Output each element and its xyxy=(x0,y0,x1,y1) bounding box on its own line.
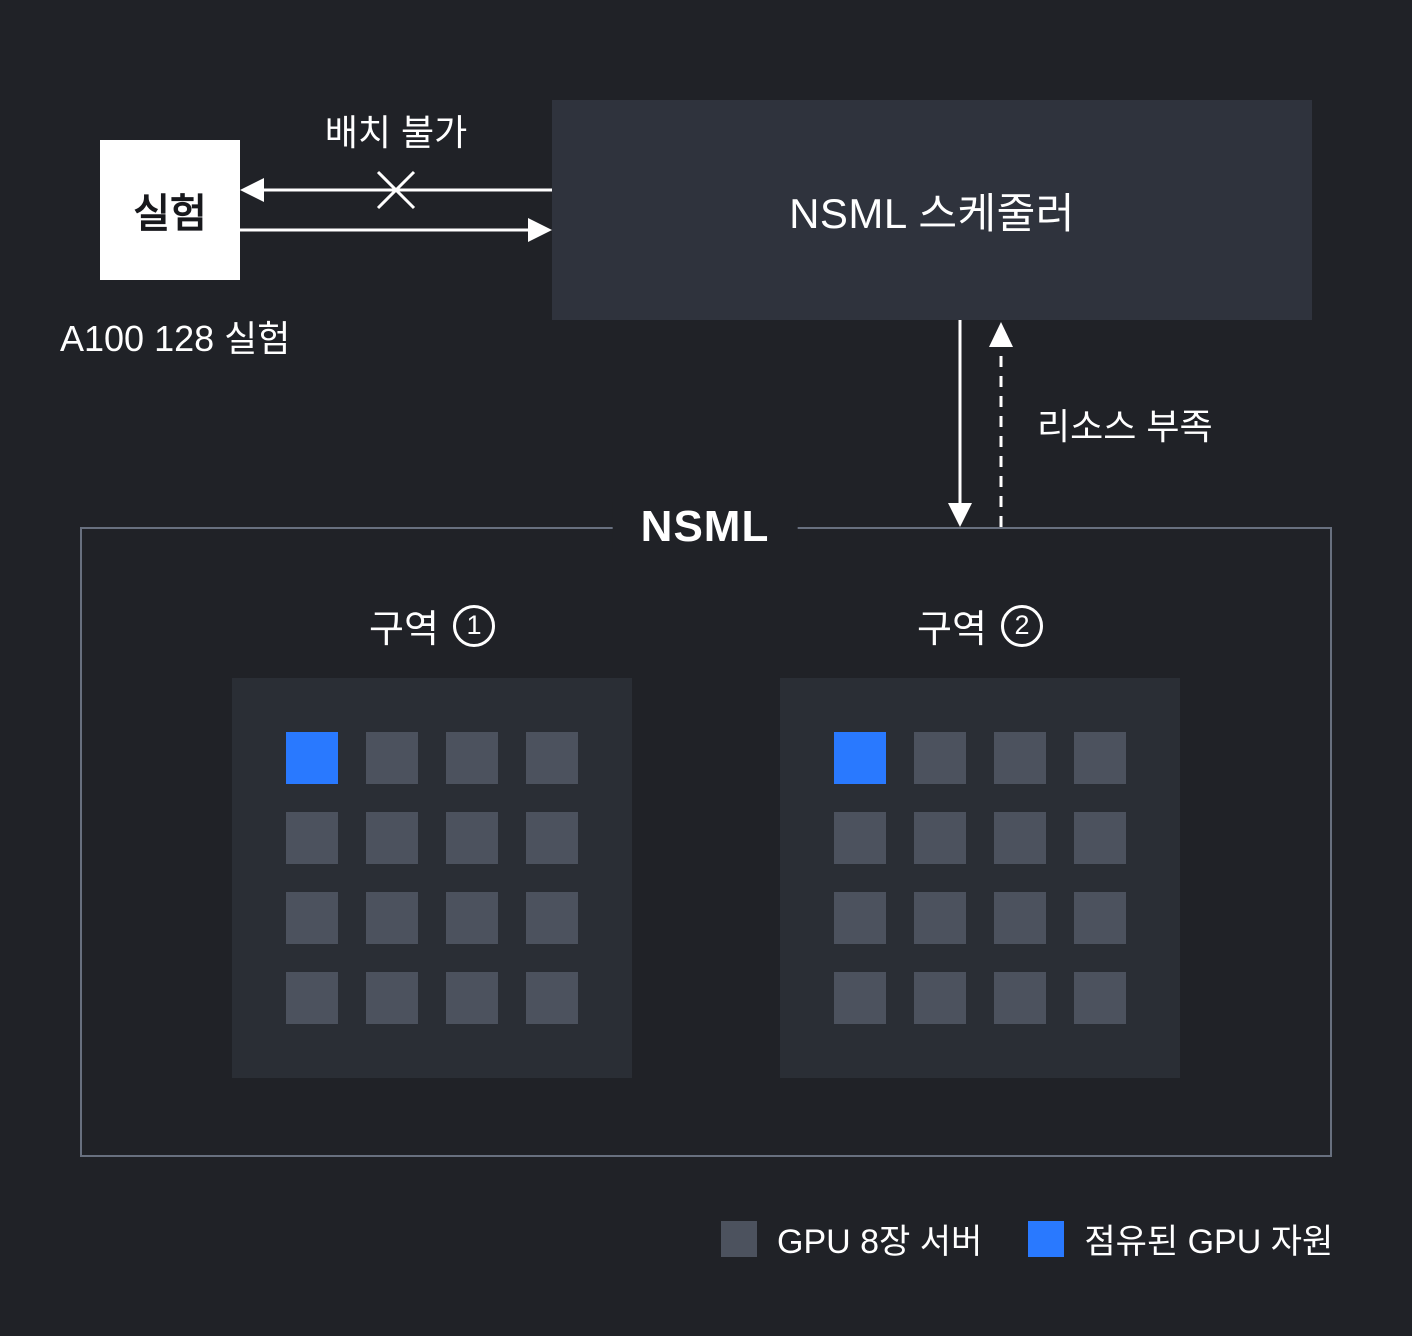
gpu-server-cell xyxy=(526,812,578,864)
legend-item-gpu-server: GPU 8장 서버 xyxy=(721,1214,982,1263)
gpu-server-cell xyxy=(286,972,338,1024)
gpu-server-cell xyxy=(526,732,578,784)
gpu-server-cell xyxy=(914,892,966,944)
gpu-server-cell xyxy=(1074,732,1126,784)
gpu-server-cell xyxy=(834,812,886,864)
zone-2-label-text: 구역 xyxy=(917,609,987,651)
gpu-server-cell xyxy=(366,972,418,1024)
gpu-server-cell xyxy=(1074,972,1126,1024)
occupied-gpu-swatch-icon xyxy=(1028,1220,1065,1257)
gpu-server-cell xyxy=(994,732,1046,784)
zone-1-gpu-grid xyxy=(286,732,578,1024)
arrow-scheduler-to-cluster xyxy=(948,320,972,527)
gpu-server-cell xyxy=(446,732,498,784)
gpu-server-cell xyxy=(1074,812,1126,864)
scheduler-node-label: NSML 스케줄러 xyxy=(789,189,1075,237)
arrow-scheduler-to-experiment xyxy=(240,178,552,202)
zone-1-label-text: 구역 xyxy=(369,609,439,651)
arrow-cluster-to-scheduler-dashed xyxy=(989,322,1013,527)
gpu-server-cell xyxy=(914,972,966,1024)
scheduler-node: NSML 스케줄러 xyxy=(552,100,1312,320)
arrow-experiment-to-scheduler xyxy=(240,218,552,242)
gpu-server-cell xyxy=(526,892,578,944)
nsml-cluster-label: NSML xyxy=(612,502,798,552)
occupied-gpu-legend-label: 점유된 GPU 자원 xyxy=(1084,1223,1334,1261)
gpu-server-cell xyxy=(834,892,886,944)
gpu-server-cell xyxy=(994,892,1046,944)
gpu-server-cell xyxy=(834,972,886,1024)
gpu-server-cell xyxy=(994,812,1046,864)
gpu-server-cell xyxy=(366,732,418,784)
gpu-server-cell xyxy=(366,892,418,944)
gpu-server-cell xyxy=(286,812,338,864)
gpu-server-cell xyxy=(914,812,966,864)
zone-1-number-icon: 1 xyxy=(452,604,495,647)
gpu-server-cell xyxy=(446,972,498,1024)
zone-2-panel xyxy=(780,678,1180,1078)
legend-item-occupied-gpu: 점유된 GPU 자원 xyxy=(1028,1214,1333,1263)
occupied-gpu-cell xyxy=(286,732,338,784)
gpu-server-cell xyxy=(446,812,498,864)
occupied-gpu-cell xyxy=(834,732,886,784)
experiment-caption: A100 128 실험 xyxy=(60,318,291,359)
experiment-node: 실험 xyxy=(100,140,240,280)
gpu-server-cell xyxy=(286,892,338,944)
rejected-x-icon xyxy=(376,170,416,210)
experiment-node-label: 실험 xyxy=(133,192,207,236)
zone-2-number-icon: 2 xyxy=(1000,604,1043,647)
gpu-server-cell xyxy=(1074,892,1126,944)
reject-flow-label: 배치 불가 xyxy=(324,112,468,153)
resource-shortage-label: 리소스 부족 xyxy=(1037,406,1213,447)
zone-1-label: 구역 1 xyxy=(232,598,632,653)
gpu-server-cell xyxy=(994,972,1046,1024)
legend: GPU 8장 서버 점유된 GPU 자원 xyxy=(721,1214,1333,1263)
gpu-server-cell xyxy=(366,812,418,864)
gpu-server-legend-label: GPU 8장 서버 xyxy=(777,1223,983,1261)
gpu-server-swatch-icon xyxy=(721,1220,757,1257)
gpu-server-cell xyxy=(914,732,966,784)
gpu-server-cell xyxy=(446,892,498,944)
gpu-server-cell xyxy=(526,972,578,1024)
zone-2-label: 구역 2 xyxy=(780,598,1180,653)
zone-2-gpu-grid xyxy=(834,732,1126,1024)
zone-1-panel xyxy=(232,678,632,1078)
